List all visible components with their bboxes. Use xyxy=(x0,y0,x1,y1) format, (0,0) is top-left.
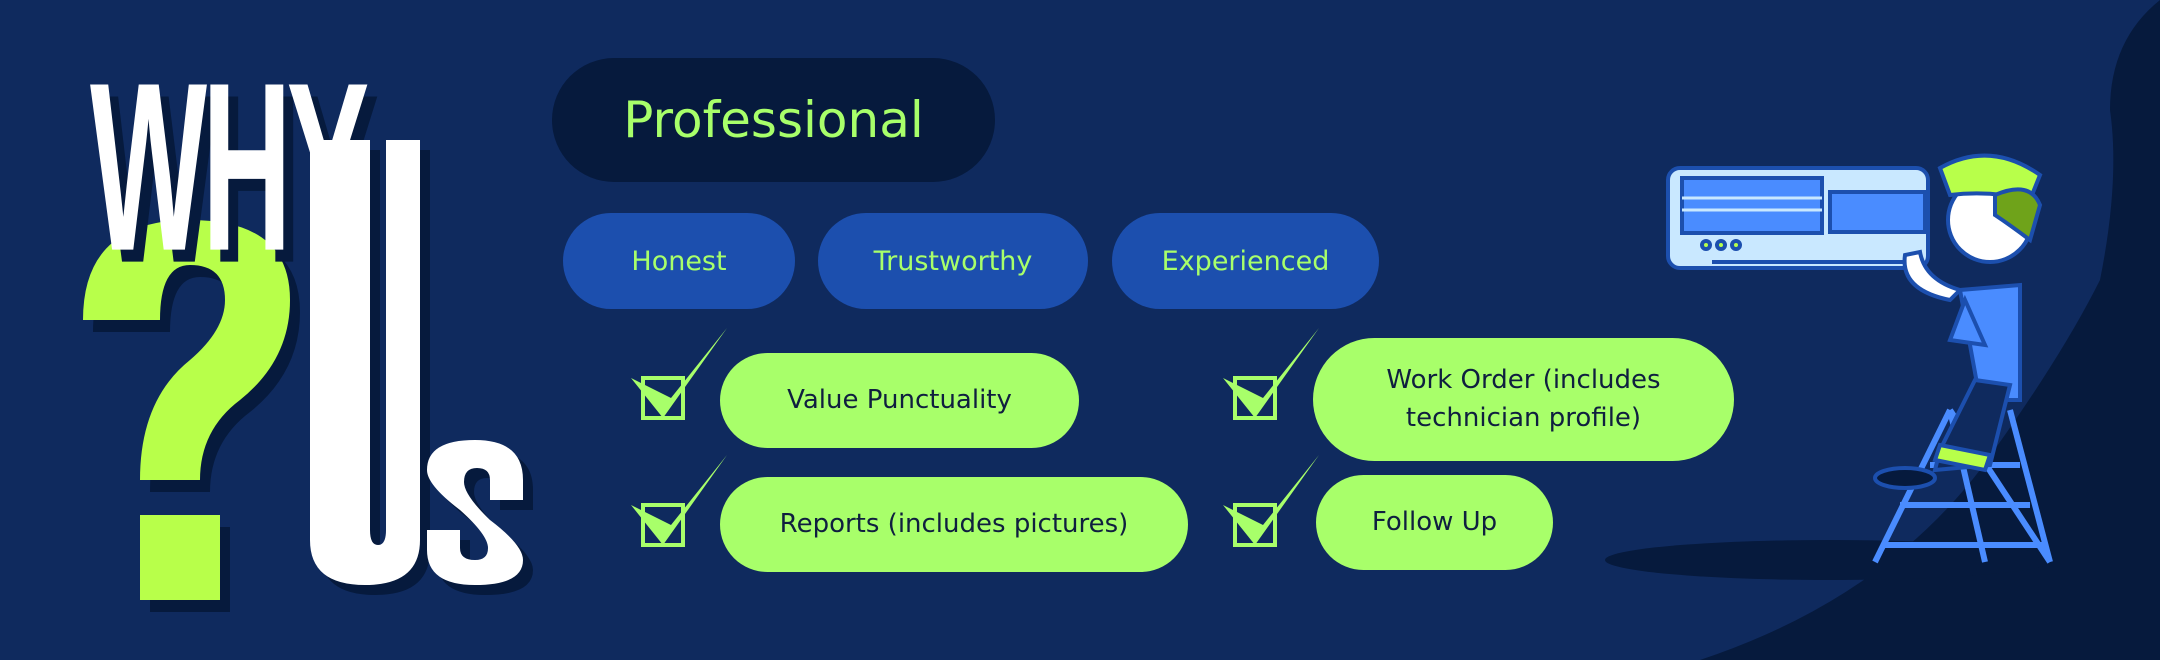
professional-badge: Professional xyxy=(552,58,995,182)
us-letters xyxy=(310,140,533,595)
feature-reports: Reports (includes pictures) xyxy=(720,477,1188,572)
feature-follow-up: Follow Up xyxy=(1316,475,1553,570)
tag-experienced: Experienced xyxy=(1112,213,1379,309)
feature-label: Follow Up xyxy=(1371,506,1498,537)
feature-value-punctuality: Value Punctuality xyxy=(720,353,1079,448)
feature-label: Reports (includes pictures) xyxy=(779,508,1129,539)
why-us-headline xyxy=(83,220,300,612)
professional-label: Professional xyxy=(623,91,924,149)
question-mark xyxy=(83,220,290,600)
feature-work-order: Work Order (includes technician profile) xyxy=(1313,338,1734,461)
tag-label: Honest xyxy=(631,245,727,277)
floor-shadow xyxy=(1605,540,2055,580)
tag-label: Experienced xyxy=(1161,245,1330,277)
air-conditioner-unit xyxy=(1666,166,1930,270)
technician xyxy=(1873,153,2043,490)
dark-wave-shape xyxy=(1700,0,2160,660)
tag-honest: Honest xyxy=(563,213,795,309)
tag-trustworthy: Trustworthy xyxy=(818,213,1088,309)
feature-label: Work Order (includes technician profile) xyxy=(1386,364,1661,433)
tag-label: Trustworthy xyxy=(873,245,1033,277)
feature-label: Value Punctuality xyxy=(787,384,1012,415)
